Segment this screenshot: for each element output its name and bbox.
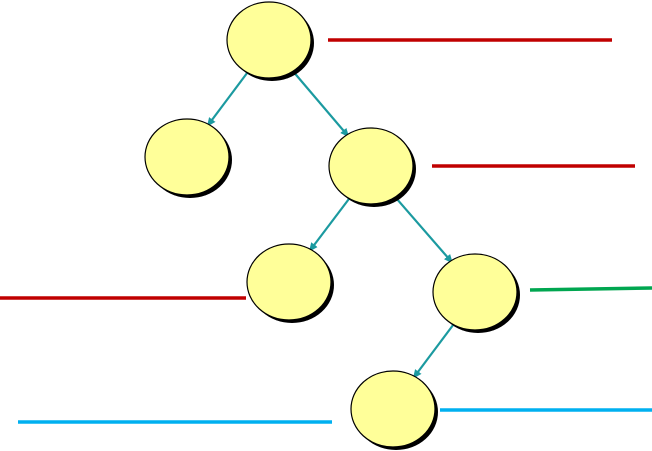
tree-node-n1	[226, 1, 314, 81]
node-body	[350, 370, 436, 448]
edge-n3-n5	[392, 194, 454, 264]
node-body	[144, 118, 230, 196]
edge-n1-n2	[206, 70, 250, 127]
tree-node-n6	[350, 370, 438, 450]
edge-n3-n4	[308, 196, 352, 252]
tree-node-n3	[328, 127, 416, 207]
tree-node-n4	[246, 243, 334, 323]
line-right-grandchild	[529, 286, 652, 292]
tree-node-n2	[144, 118, 232, 198]
node-body	[432, 253, 518, 331]
node-body	[328, 127, 414, 205]
edge-n1-n3	[290, 68, 350, 138]
node-body	[246, 243, 332, 321]
node-body	[226, 1, 312, 79]
edge-n5-n6	[412, 322, 456, 379]
tree-node-n5	[432, 253, 520, 333]
